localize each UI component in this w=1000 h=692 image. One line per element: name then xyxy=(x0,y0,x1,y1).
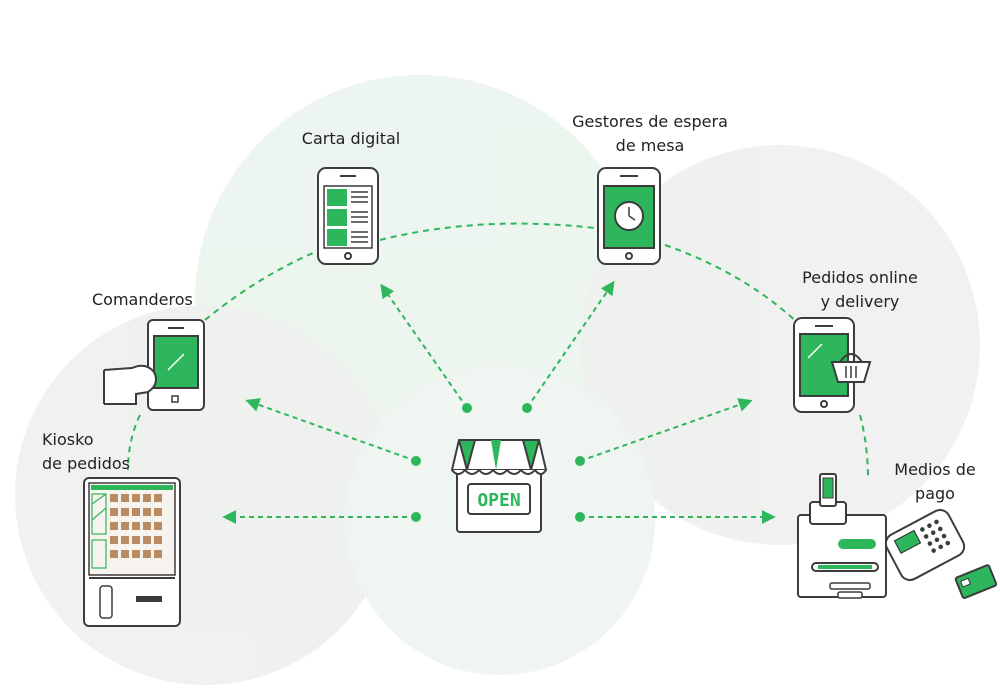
connection-arcs xyxy=(127,222,869,481)
label-gestores-espera: Gestores de espera de mesa xyxy=(572,112,728,155)
arrow-to-pedidos xyxy=(575,398,753,466)
kiosk-icon xyxy=(83,477,181,627)
phone-basket-icon xyxy=(793,317,872,413)
store-icon: OPEN xyxy=(451,439,547,533)
handheld-device-icon xyxy=(103,319,205,411)
arrow-to-kiosko xyxy=(222,510,421,524)
hand-icon xyxy=(103,364,157,405)
label-medios-pago: Medios de pago xyxy=(894,460,976,503)
payment-terminal-icon xyxy=(797,473,998,599)
arrow-to-pago xyxy=(575,510,776,524)
credit-card-icon xyxy=(954,564,998,599)
arrow-to-comanderos xyxy=(245,398,421,466)
label-carta-digital: Carta digital xyxy=(301,129,401,148)
label-pedidos-online: Pedidos online y delivery xyxy=(802,268,918,311)
tablet-menu-icon xyxy=(317,167,379,265)
tablet-clock-icon xyxy=(597,167,661,265)
arrow-to-gestores xyxy=(522,280,615,413)
arrows xyxy=(222,280,776,524)
label-kiosko: Kiosko de pedidos xyxy=(42,430,130,473)
arrow-to-carta xyxy=(380,283,472,413)
open-sign-text: OPEN xyxy=(477,490,520,511)
kiosk-screen-products xyxy=(110,494,162,558)
label-comanderos: Comanderos xyxy=(92,290,193,309)
card-reader xyxy=(884,509,966,581)
